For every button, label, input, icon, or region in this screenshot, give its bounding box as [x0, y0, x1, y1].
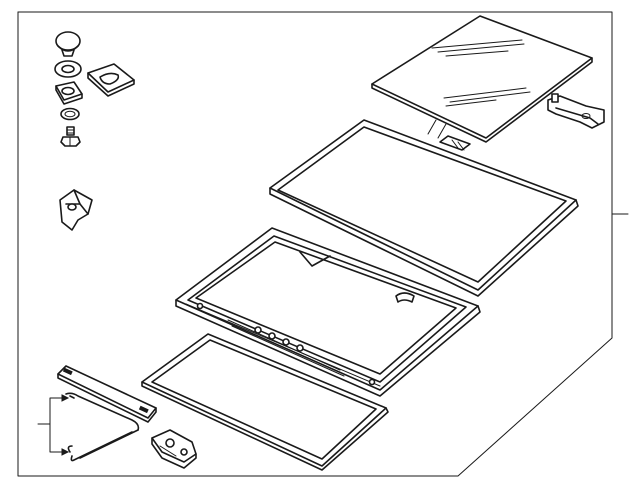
guide-rail-icon — [57, 365, 157, 423]
bolt-icon — [60, 126, 81, 147]
wire-rod-icon — [37, 392, 140, 462]
rectangular-grommet-icon — [87, 63, 135, 97]
handle-bracket-icon — [547, 93, 605, 129]
washer-icon — [54, 60, 82, 78]
cable-guide-icon — [151, 429, 197, 469]
sunshade-panel-icon — [141, 333, 389, 471]
sunroof-frame-icon — [175, 227, 481, 397]
o-ring-icon — [60, 107, 80, 121]
diagram-border — [17, 11, 629, 477]
square-grommet-icon — [55, 81, 83, 105]
glass-panel-icon — [371, 15, 593, 143]
weatherstrip-seal-icon — [269, 119, 579, 297]
retainer-clip-icon — [59, 189, 93, 231]
mushroom-clip-icon — [55, 31, 81, 57]
